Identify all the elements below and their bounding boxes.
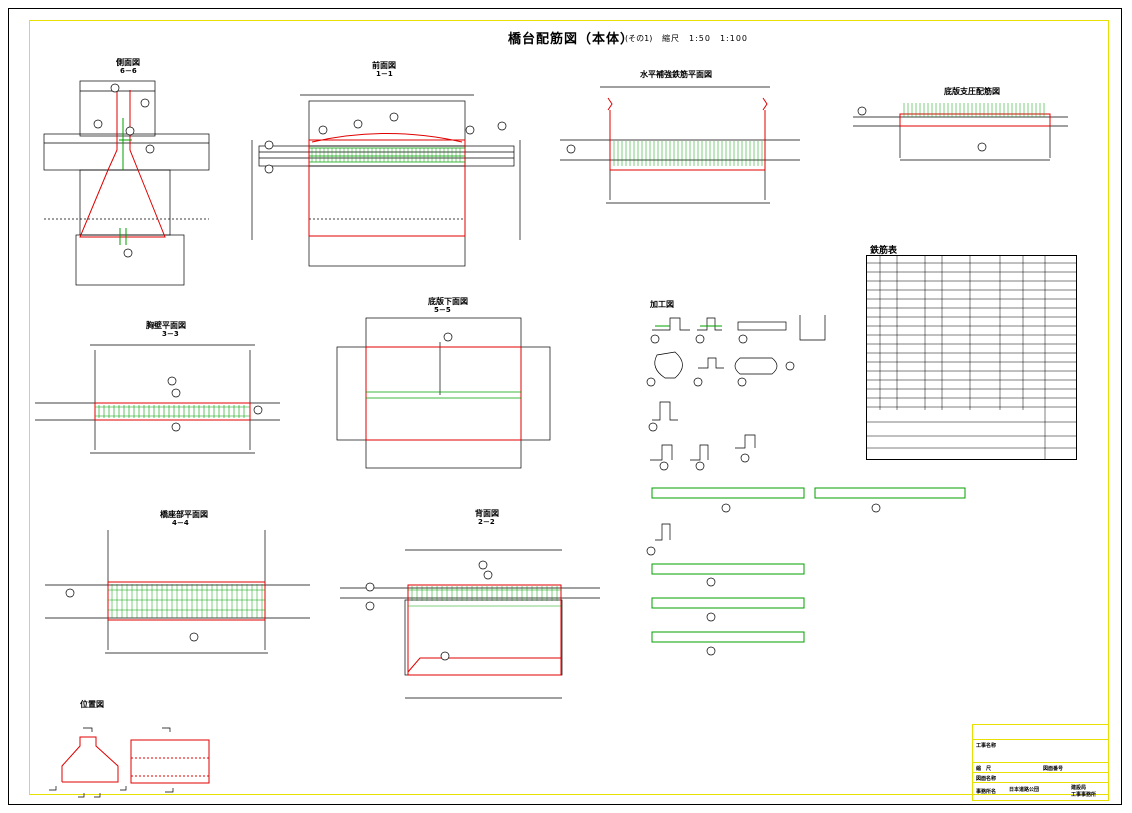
- title-block-org3: 工事事務所: [1071, 792, 1097, 798]
- bearing-rebar-label: 底版支圧配筋図: [944, 87, 1000, 96]
- front-view-rebar-ticks: [311, 148, 461, 162]
- front-view-rebar: [309, 147, 465, 163]
- back-view-markers: [365, 560, 493, 661]
- front-view-label: 前面図: [372, 61, 396, 70]
- horizontal-rebar-plan-drawing: [560, 86, 800, 204]
- horizontal-rebar-plan-concrete: [607, 97, 768, 171]
- wing-wall-plan-markers: [167, 376, 263, 432]
- wing-wall-plan-drawing: [35, 344, 280, 454]
- horizontal-rebar-plan-rebar: [613, 141, 763, 166]
- processing-bars: [651, 325, 966, 643]
- footing-plan-section: 4－4: [172, 519, 189, 527]
- rebar-table-grid: [866, 255, 1077, 460]
- wing-wall-plan-concrete: [94, 402, 251, 421]
- footing-plan-label: 橋座部平面図: [160, 510, 208, 519]
- footing-plan-concrete: [107, 581, 266, 621]
- side-view-label: 側面図: [116, 58, 140, 67]
- footing-bottom-label: 底版下面図: [428, 297, 468, 306]
- drawing-title: 橋台配筋図（本体）: [508, 32, 635, 47]
- front-view-drawing: [251, 94, 521, 267]
- title-block-drawing-name-label: 図面名称: [976, 776, 997, 782]
- sheet-number: (その1): [625, 34, 653, 43]
- processing-shapes: [650, 315, 826, 541]
- title-block-org: 日本道路公団: [1009, 787, 1040, 793]
- footing-bottom-section: 5－5: [434, 306, 451, 314]
- footing-plan-rebar: [108, 584, 265, 618]
- bearing-rebar-concrete: [899, 113, 1051, 127]
- front-view-section: 1－1: [376, 70, 393, 78]
- side-view-markers: [93, 83, 155, 258]
- processing-label: 加工図: [650, 300, 674, 309]
- footing-bottom-drawing: [336, 317, 551, 469]
- footing-bottom-marker: [443, 332, 453, 342]
- title-block-scale-label: 縮 尺: [976, 766, 992, 772]
- wing-wall-plan-rebar: [95, 405, 250, 418]
- drawing-scale: 縮尺 1:50 1:100: [662, 34, 749, 43]
- side-view-section: 6－6: [120, 67, 137, 75]
- back-view-label: 背面図: [475, 509, 499, 518]
- footing-plan-drawing: [45, 530, 310, 654]
- footing-plan-markers: [65, 588, 199, 642]
- rebar-table: [866, 255, 1077, 460]
- back-view-section: 2－2: [478, 518, 495, 526]
- footing-bottom-rebar: [366, 391, 521, 399]
- location-drawing: [61, 736, 210, 784]
- front-view-concrete: [308, 133, 466, 237]
- back-view-rebar: [408, 586, 561, 607]
- title-block: 工事名称 縮 尺 図面番号 図面名称 事務所名 日本道路公団 建設局 工事事務所: [972, 724, 1109, 801]
- location-label: 位置図: [80, 700, 104, 709]
- front-view-markers: [264, 112, 507, 174]
- wing-wall-plan-label: 胸壁平面図: [146, 321, 186, 330]
- wing-wall-section: 3－3: [162, 330, 179, 338]
- rebar-table-title: 鉄筋表: [870, 246, 898, 256]
- back-view-drawing: [340, 549, 600, 699]
- drawing-inner-frame: [29, 20, 1109, 795]
- footing-bottom-concrete: [365, 346, 522, 441]
- title-block-org2: 建設局: [1071, 785, 1087, 791]
- bearing-rebar-markers: [857, 106, 987, 152]
- horizontal-rebar-plan-label: 水平補強鉄筋平面図: [640, 70, 712, 79]
- processing-markers: [646, 334, 881, 656]
- title-block-drawing-no-label: 図面番号: [1043, 766, 1064, 772]
- bearing-rebar-bars: [903, 103, 1045, 117]
- bearing-rebar-drawing: [853, 116, 1068, 161]
- title-block-project-label: 工事名称: [976, 743, 997, 749]
- horizontal-rebar-plan-marker: [566, 144, 576, 154]
- side-view-concrete: [79, 90, 166, 238]
- side-view-rebar: [119, 118, 132, 245]
- drawing-sheet: [8, 8, 1122, 805]
- location-markers: [49, 727, 174, 798]
- title-block-office-label: 事務所名: [976, 789, 997, 795]
- back-view-concrete: [407, 584, 562, 676]
